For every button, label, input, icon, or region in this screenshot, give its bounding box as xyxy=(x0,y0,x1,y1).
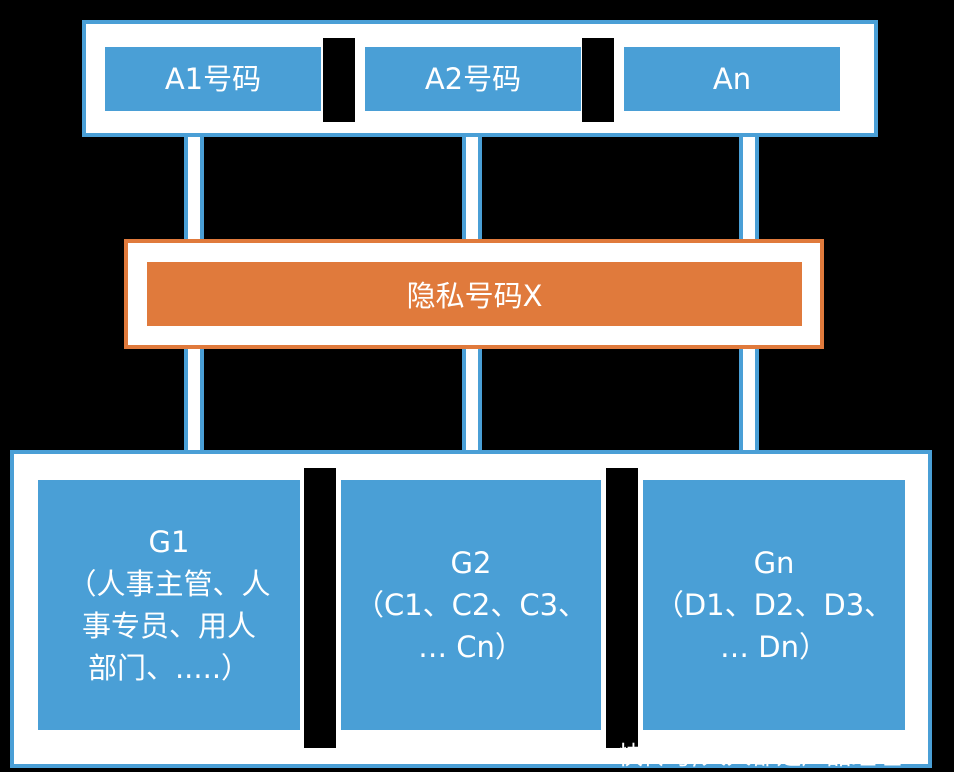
group-g1-title: G1 xyxy=(148,524,190,559)
group-g2-box: G2 （C1、C2、C3、 … Cn） xyxy=(341,480,601,730)
privacy-number-bar: 隐私号码X xyxy=(147,262,802,326)
bottom-gap-1 xyxy=(304,468,336,748)
top-gap-1 xyxy=(323,38,355,122)
group-g1-line-2: 事专员、用人 xyxy=(81,609,256,643)
group-g1-line-1: （人事主管、人 xyxy=(67,566,271,601)
a2-number-label: A2号码 xyxy=(424,61,522,96)
group-g2-line-2: … Cn） xyxy=(418,630,524,665)
an-number-box: An xyxy=(624,47,840,111)
an-number-label: An xyxy=(712,61,752,96)
group-gn-line-2: … Dn） xyxy=(720,630,828,665)
group-gn-line-1: （D1、D2、D3、 xyxy=(654,587,894,622)
group-gn-title: Gn xyxy=(753,545,795,580)
group-g1-line-3: 部门、.....） xyxy=(87,651,251,686)
watermark-text: 快传号/人人都是产品经理 xyxy=(618,741,902,770)
group-gn-box: Gn （D1、D2、D3、 … Dn） xyxy=(643,480,905,730)
bottom-gap-2 xyxy=(606,468,638,748)
group-g2-line-1: （C1、C2、C3、 xyxy=(354,587,588,622)
group-g1-box: G1 （人事主管、人 事专员、用人 部门、.....） xyxy=(38,480,300,730)
a2-number-box: A2号码 xyxy=(365,47,581,111)
privacy-number-label: 隐私号码X xyxy=(406,279,543,313)
top-gap-2 xyxy=(582,38,614,122)
a1-number-box: A1号码 xyxy=(105,47,321,111)
group-g2-title: G2 xyxy=(450,545,492,580)
a1-number-label: A1号码 xyxy=(164,61,262,96)
